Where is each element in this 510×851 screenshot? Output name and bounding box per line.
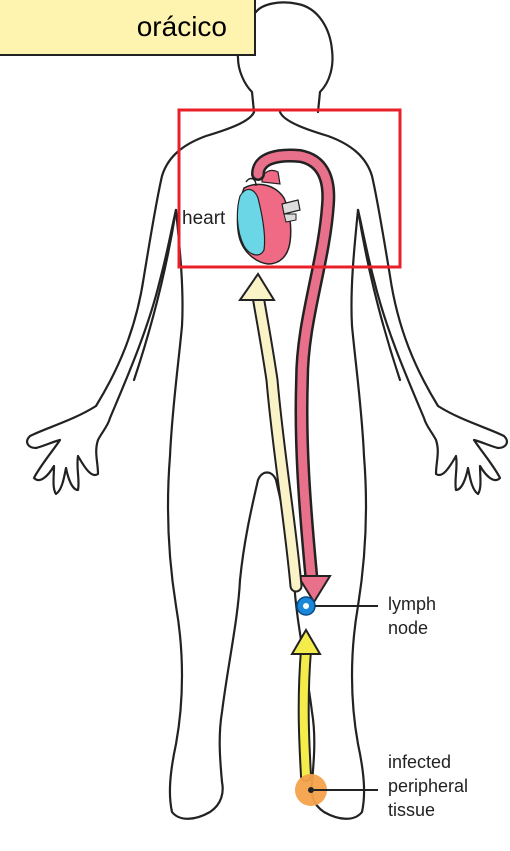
return-arrow: [240, 274, 296, 586]
heart-label: heart: [182, 208, 226, 229]
body-outline: [27, 2, 507, 818]
region-callout-text: orácico: [137, 11, 227, 43]
tissue-label-line3: tissue: [388, 800, 435, 820]
lymph-node-label-line1: lymph: [388, 594, 436, 614]
tissue-label-line2: peripheral: [388, 776, 468, 796]
region-callout: orácico: [0, 0, 256, 56]
lymph-node-label-line2: node: [388, 618, 428, 638]
lymph-node-icon: [297, 597, 315, 615]
tissue-label-line1: infected: [388, 752, 451, 772]
heart-anatomy-icon: [237, 170, 300, 264]
afferent-arrow: [292, 630, 320, 776]
